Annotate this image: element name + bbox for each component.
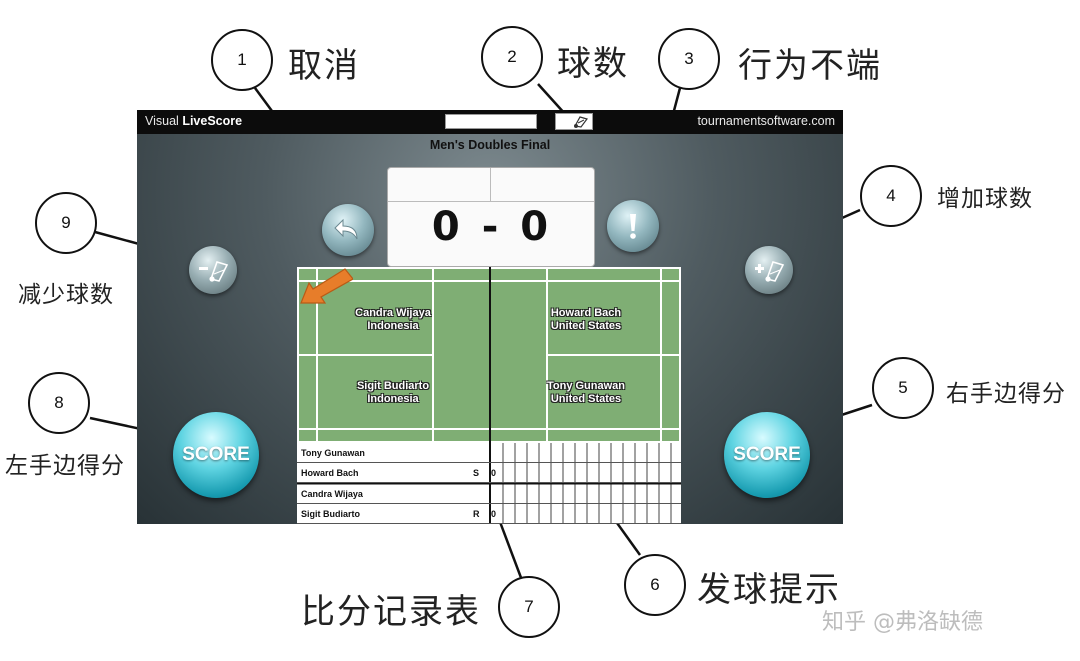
callout-1-circle: 1 [211,29,273,91]
scoresheet-row: Candra Wijaya [297,484,681,504]
score-display: 0-0 [388,204,594,250]
callout-1-label: 取消 [288,46,360,86]
scoreboard: 0-0 [387,167,595,267]
callout-7-label: 比分记录表 [301,592,481,632]
callout-2-label: 球数 [557,44,629,84]
shuttle-count-indicator[interactable] [555,113,593,130]
serve-arrow-icon [300,268,353,304]
scoresheet-value: 0 [491,509,497,519]
player-top-right[interactable]: Howard Bach United States [526,307,646,333]
shuttle-minus-icon [199,261,229,282]
callout-7-circle: 7 [498,576,560,638]
scoresheet-value: 0 [491,468,497,478]
scoresheet-player-name: Candra Wijaya [301,489,363,499]
callout-9-circle: 9 [35,192,97,254]
badminton-court[interactable]: Candra Wijaya Indonesia Howard Bach Unit… [297,267,681,443]
score-right-button[interactable]: SCORE [724,412,810,498]
court-lines [297,267,681,443]
scoresheet-player-name: Tony Gunawan [301,448,365,458]
app-title: Visual LiveScore [145,114,242,128]
player-bottom-left[interactable]: Sigit Budiarto Indonesia [333,380,453,406]
misconduct-button[interactable] [607,200,659,252]
callout-3-circle: 3 [658,28,720,90]
scoresheet-row: Tony Gunawan [297,443,681,463]
player-name: Howard Bach [550,307,622,319]
decrease-shuttle-button[interactable] [189,246,237,294]
callout-3-label: 行为不端 [738,46,882,86]
scoresheet-player-name: Howard Bach [301,468,359,478]
app-title-brand: LiveScore [182,114,243,128]
callout-9-label: 减少球数 [18,282,114,308]
player-name: Candra Wijaya [355,307,431,319]
score-left: 0 [431,204,462,250]
player-country: United States [550,320,622,332]
score-separator: - [481,204,501,250]
watermark: 知乎 @弗洛缺德 [822,610,983,635]
livescore-app-window: Visual LiveScore tournamentsoftware.com … [137,110,843,524]
player-top-left[interactable]: Candra Wijaya Indonesia [333,307,453,333]
callout-8-label: 左手边得分 [5,453,125,479]
scoresheet-mark: S [473,468,480,478]
scoresheet-player-name: Sigit Budiarto [301,509,360,519]
scoresheet-row: Sigit Budiarto R 0 [297,504,681,524]
callout-8-circle: 8 [28,372,90,434]
scoresheet-grid [297,443,681,524]
undo-icon [334,218,358,240]
player-name: Tony Gunawan [546,380,626,392]
callout-4-label: 增加球数 [937,186,1033,212]
score-left-button[interactable]: SCORE [173,412,259,498]
player-name: Sigit Budiarto [356,380,430,392]
shuttle-plus-icon [755,261,785,282]
callout-2-circle: 2 [481,26,543,88]
match-title: Men's Doubles Final [429,138,551,152]
callout-5-circle: 5 [872,357,934,419]
title-bar: Visual LiveScore tournamentsoftware.com [137,110,843,134]
increase-shuttle-button[interactable] [745,246,793,294]
shuttlecock-icon [574,116,589,128]
callout-6-circle: 6 [624,554,686,616]
site-name: tournamentsoftware.com [697,114,835,128]
scoreboard-header [388,168,594,202]
scoresheet-row: Howard Bach S 0 [297,463,681,483]
player-country: United States [550,393,622,405]
shuttle-count-field[interactable] [445,114,537,129]
player-country: Indonesia [367,320,419,332]
callout-4-circle: 4 [860,165,922,227]
scoreboard-divider [490,168,491,201]
scoresheet-mark: R [473,509,480,519]
scoresheet: Tony Gunawan Howard Bach S 0 Candra Wija… [297,443,681,524]
player-country: Indonesia [367,393,419,405]
score-right: 0 [520,204,551,250]
player-bottom-right[interactable]: Tony Gunawan United States [526,380,646,406]
exclamation-icon [630,214,636,239]
undo-button[interactable] [322,204,374,256]
callout-5-label: 右手边得分 [946,381,1066,407]
app-title-prefix: Visual [145,114,179,128]
callout-6-label: 发球提示 [697,570,841,610]
